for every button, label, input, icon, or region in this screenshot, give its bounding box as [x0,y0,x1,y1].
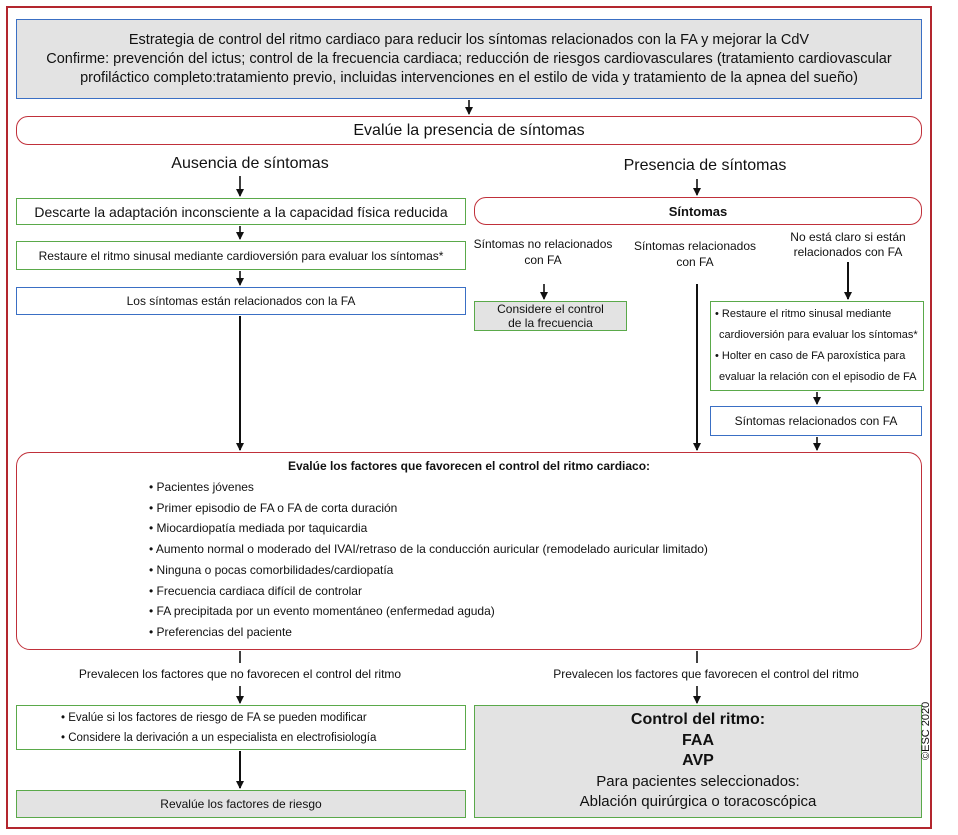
factor-item: • Miocardiopatía mediada por taquicardia [149,521,368,536]
restore-rhythm-label: Restaure el ritmo sinusal mediante cardi… [38,248,444,263]
factor-item: • Primer episodio de FA o FA de corta du… [149,500,398,515]
factor-item: • Pacientes jóvenes [149,480,254,494]
not-related-label: Síntomas no relacionados con FA [468,236,618,268]
reassess-label: Revalúe los factores de riesgo [160,797,322,811]
related-line-1: Síntomas relacionados [633,239,757,253]
symptoms-box: Síntomas [474,197,922,225]
symptoms-related-right-box: Síntomas relacionados con FA [710,406,922,436]
rhythm-control-avp: AVP [682,752,714,770]
strategy-line-3: profiláctico completo:tratamiento previo… [80,69,858,86]
factor-item: • Preferencias del paciente [149,624,292,639]
rate-control-box: Considere el control de la frecuencia [474,301,627,331]
restore-rhythm-box: Restaure el ritmo sinusal mediante cardi… [16,241,466,270]
related-label: Síntomas relacionados con FA [620,238,770,270]
factors-box: Evalúe los factores que favorecen el con… [16,452,922,650]
unclear-line-1: No está claro si están [790,230,906,244]
symptoms-related-right-label: Síntomas relacionados con FA [734,414,898,428]
factor-item: • FA precipitada por un evento momentáne… [149,604,495,619]
modify-risk-item-1: • Evalúe si los factores de riesgo de FA… [61,711,367,724]
unclear-label: No está claro si están relacionados con … [768,230,928,260]
unclear-item-3: • Holter en caso de FA paroxística para [715,350,906,362]
rhythm-control-title: Control del ritmo: [630,711,766,729]
strategy-box: Estrategia de control del ritmo cardiaco… [16,19,922,99]
factor-item: • Ninguna o pocas comorbilidades/cardiop… [149,562,394,577]
factor-item: • Aumento normal o moderado del IVAI/ret… [149,542,708,557]
factors-list: • Pacientes jóvenes • Primer episodio de… [17,477,708,643]
rhythm-control-faa: FAA [682,731,714,749]
evaluate-symptoms-box: Evalúe la presencia de síntomas [16,116,922,145]
unconscious-adaptation-box: Descarte la adaptación inconsciente a la… [16,198,466,225]
related-line-2: con FA [676,255,714,269]
presence-heading: Presencia de síntomas [623,157,787,174]
factor-item: • Frecuencia cardiaca difícil de control… [149,583,362,598]
symptoms-label: Síntomas [668,203,728,219]
symptoms-related-left-label: Los síntomas están relacionados con la F… [126,294,356,308]
rate-control-line-2: de la frecuencia [508,316,593,330]
strategy-line-1: Estrategia de control del ritmo cardiaco… [128,31,810,48]
reassess-box: Revalúe los factores de riesgo [16,790,466,818]
unclear-item-4: evaluar la relación con el episodio de F… [719,371,917,383]
unclear-actions-box: • Restaure el ritmo sinusal mediante car… [710,301,924,391]
not-related-line-2: con FA [524,253,562,267]
unfavorable-label: Prevalecen los factores que no favorecen… [78,667,402,681]
unclear-line-2: relacionados con FA [793,245,903,259]
strategy-line-2: Confirme: prevención del ictus; control … [46,50,892,67]
evaluate-symptoms-label: Evalúe la presencia de síntomas [353,121,585,139]
rate-control-line-1: Considere el control [497,302,604,316]
absence-heading: Ausencia de síntomas [171,155,329,172]
unclear-item-2: cardioversión para evaluar los síntomas* [719,329,918,341]
factors-title: Evalúe los factores que favorecen el con… [287,459,651,473]
not-related-line-1: Síntomas no relacionados [473,237,613,251]
modify-risk-box: • Evalúe si los factores de riesgo de FA… [16,705,466,750]
rhythm-control-selected: Para pacientes seleccionados: [596,772,800,790]
diagram-frame [6,6,932,829]
rhythm-control-box: Control del ritmo: FAA AVP Para paciente… [474,705,922,818]
unclear-item-1: • Restaure el ritmo sinusal mediante [715,308,892,320]
rhythm-control-ablation: Ablación quirúrgica o toracoscópica [579,793,817,811]
symptoms-related-left-box: Los síntomas están relacionados con la F… [16,287,466,315]
unconscious-adaptation-label: Descarte la adaptación inconsciente a la… [34,203,448,220]
favorable-label: Prevalecen los factores que favorecen el… [553,667,859,681]
modify-risk-item-2: • Considere la derivación a un especiali… [61,731,377,744]
